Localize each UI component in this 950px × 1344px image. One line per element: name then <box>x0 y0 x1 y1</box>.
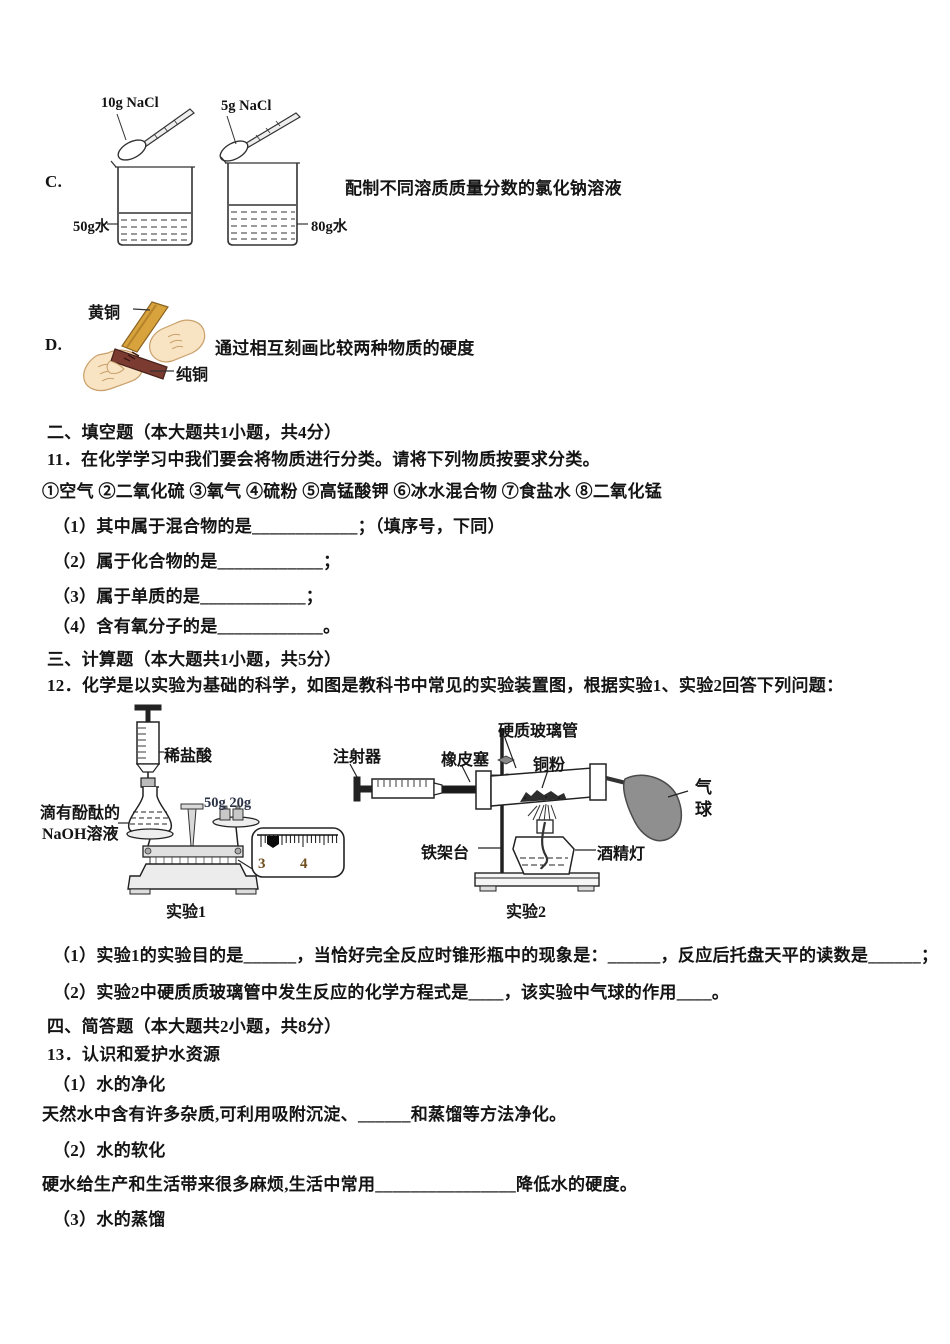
spoon-1-label: 10g NaCl <box>101 95 159 111</box>
flame-icon <box>527 803 557 823</box>
callout-line <box>237 859 255 871</box>
q11-part-3: （3）属于单质的是____________； <box>53 587 324 606</box>
experiment-1-caption: 实验1 <box>166 904 207 921</box>
brass-leader-line <box>132 308 151 311</box>
q13-stem: 13．认识和爱护水资源 <box>47 1045 221 1064</box>
exp2-glass-tube <box>475 763 607 810</box>
scratch-marks <box>123 351 140 362</box>
beaker-2 <box>220 156 308 246</box>
balloon-connector <box>605 776 627 785</box>
option-c-description: 配制不同溶质质量分数的氯化钠溶液 <box>345 179 622 198</box>
option-d-label: D. <box>45 335 63 354</box>
q12-stem: 12．化学是以实验为基础的科学，如图是教科书中常见的实验装置图，根据实验1、实验… <box>47 676 844 695</box>
q13-part2-title: （2）水的软化 <box>53 1141 166 1160</box>
exp1-balance <box>126 803 260 895</box>
exp1-flask <box>127 786 173 833</box>
alcohol-lamp-label: 酒精灯 <box>597 846 646 863</box>
balloon-label: 气球 <box>692 778 711 822</box>
q13-part3-title: （3）水的蒸馏 <box>53 1210 166 1229</box>
brass-bar <box>121 301 169 353</box>
spoon-1-icon <box>116 108 195 161</box>
exp2-syringe <box>353 776 477 802</box>
right-hand <box>149 319 206 363</box>
option-d-description: 通过相互刻画比较两种物质的硬度 <box>215 339 475 358</box>
q11-part-1: （1）其中属于混合物的是____________；（填序号，下同） <box>53 517 505 536</box>
exp1-syringe <box>134 704 162 788</box>
rider-slider <box>267 836 279 848</box>
beaker-1 <box>107 160 195 246</box>
acid-label: 稀盐酸 <box>164 748 213 765</box>
option-d-diagram <box>83 301 206 392</box>
q11-part-2: （2）属于化合物的是____________； <box>53 552 341 571</box>
experiment-2-caption: 实验2 <box>506 904 547 921</box>
section2-heading: 二、填空题（本大题共1小题，共4分） <box>47 423 342 442</box>
option-c-label: C. <box>45 172 63 191</box>
q12-part-2: （2）实验2中硬质质玻璃管中发生反应的化学方程式是____，该实验中气球的作用_… <box>53 983 730 1002</box>
flask-label-line2: NaOH溶液 <box>42 826 119 843</box>
experiment-2-diagram <box>349 728 689 892</box>
exp2-leader-lines <box>349 737 689 851</box>
q12-part-1: （1）实验1的实验目的是______，当恰好完全反应时锥形瓶中的现象是：____… <box>53 946 939 965</box>
experiment-1-diagram: 3 4 <box>118 704 345 895</box>
q13-part2-text: 硬水给生产和生活带来很多麻烦,生活中常用________________降低水的… <box>42 1175 638 1194</box>
iron-stand-label: 铁架台 <box>421 845 470 862</box>
q11-part-4: （4）含有氧分子的是____________。 <box>53 617 341 636</box>
q13-part1-title: （1）水的净化 <box>53 1075 166 1094</box>
spoon-2-label: 5g NaCl <box>221 98 272 114</box>
balloon <box>622 774 683 842</box>
section3-heading: 三、计算题（本大题共1小题，共5分） <box>47 650 342 669</box>
weights-label: 50g 20g <box>204 795 252 811</box>
spoon-2-icon <box>219 112 301 162</box>
copper-label: 纯铜 <box>176 367 209 384</box>
rider-scale-inset: 3 4 <box>251 827 345 878</box>
exp2-alcohol-lamp <box>512 803 575 875</box>
q11-substances: ①空气 ②二氧化硫 ③氧气 ④硫粉 ⑤高锰酸钾 ⑥冰水混合物 ⑦食盐水 ⑧二氧化… <box>42 482 663 501</box>
option-c-diagram <box>107 108 308 246</box>
flask-label-line1: 滴有酚酞的 <box>40 805 121 822</box>
injector-label: 注射器 <box>333 749 382 766</box>
copper-powder-label: 铜粉 <box>533 757 566 774</box>
beaker-1-label: 50g水 <box>73 219 110 235</box>
section4-heading: 四、简答题（本大题共2小题，共8分） <box>47 1017 342 1036</box>
balance-weights <box>219 805 244 821</box>
scale-number-4: 4 <box>300 856 308 872</box>
q11-stem: 11．在化学学习中我们要会将物质进行分类。请将下列物质按要求分类。 <box>47 450 600 469</box>
copper-powder <box>520 790 566 802</box>
brass-bar-shading <box>126 304 157 348</box>
thumb-over-bar <box>106 360 125 374</box>
beaker-2-label: 80g水 <box>311 219 348 235</box>
stopper-label: 橡皮塞 <box>441 752 490 769</box>
q13-part1-text: 天然水中含有许多杂质,可利用吸附沉淀、______和蒸馏等方法净化。 <box>42 1105 567 1124</box>
scale-number-3: 3 <box>258 856 266 872</box>
brass-label: 黄铜 <box>88 305 121 322</box>
glass-tube-label: 硬质玻璃管 <box>498 723 579 740</box>
